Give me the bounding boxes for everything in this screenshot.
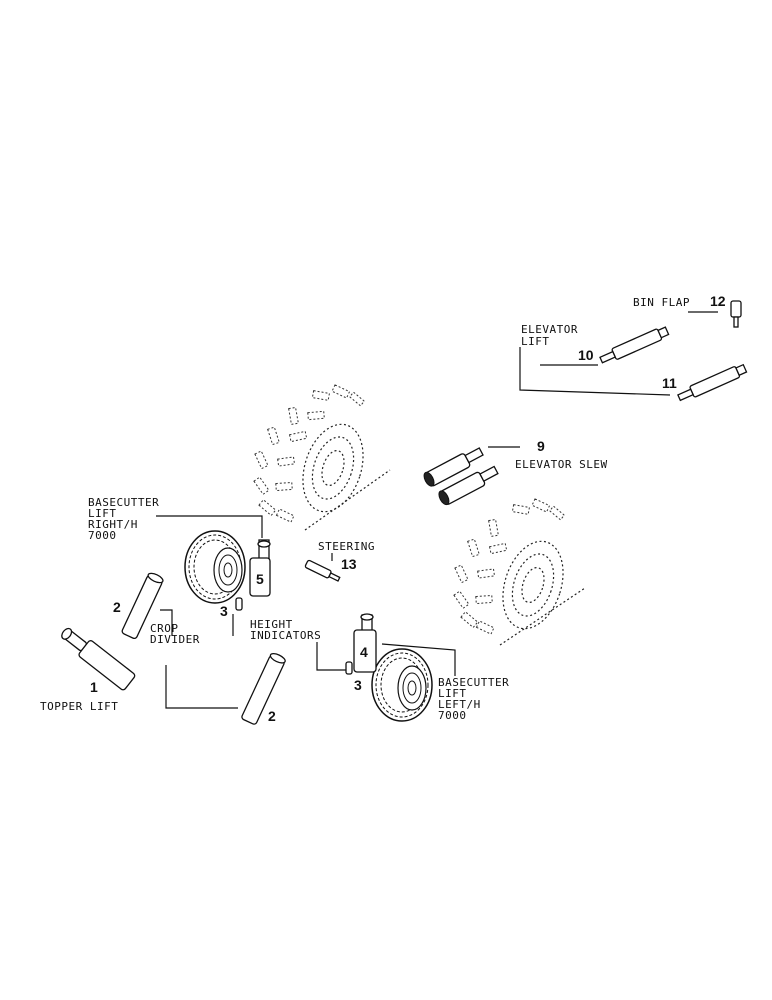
basecutter-lift-cylinder-right: [249, 539, 271, 597]
basecutter-right-label-line4: 7000: [88, 529, 117, 542]
crop-divider-label-line2: DIVIDER: [150, 633, 200, 646]
callout-13: 13: [341, 556, 357, 572]
elevator-slew-cylinder-b: [438, 465, 499, 506]
callout-9: 9: [537, 438, 545, 454]
front-left-tyre: [371, 648, 433, 722]
callout-4: 4: [360, 644, 368, 660]
elevator-lift-label-line2: LIFT: [521, 335, 550, 348]
crop-divider-cylinder-upper: [121, 572, 164, 640]
elevator-slew-cylinder-a: [423, 447, 484, 487]
topper-lift-label: TOPPER LIFT: [40, 700, 118, 713]
leader-lines: [156, 311, 718, 709]
elevator-lift-cylinder-11: [677, 363, 748, 402]
rear-left-tyre: [253, 384, 391, 531]
crop-divider-label-line1: CROP: [150, 622, 179, 635]
height-indicator-right: [235, 597, 243, 611]
height-indicators-label-line2: INDICATORS: [250, 629, 321, 642]
elevator-slew-label: ELEVATOR SLEW: [515, 458, 608, 471]
bin-flap-label: BIN FLAP: [633, 296, 690, 309]
callout-10: 10: [578, 347, 594, 363]
basecutter-left-label-line1: BASECUTTER: [438, 676, 509, 689]
front-right-tyre: [184, 530, 246, 604]
basecutter-left-label-line2: LIFT: [438, 687, 467, 700]
height-indicator-left: [345, 661, 353, 675]
rear-right-tyre: [453, 498, 586, 646]
callout-1: 1: [90, 679, 98, 695]
steering-cylinder: [304, 559, 341, 582]
basecutter-right-label-line3: RIGHT/H: [88, 518, 138, 531]
topper-lift-cylinder: [61, 627, 136, 691]
steering-label: STEERING: [318, 540, 375, 553]
callout-3-right: 3: [220, 603, 228, 619]
callout-2-upper: 2: [113, 599, 121, 615]
elevator-lift-cylinder-10: [599, 326, 670, 364]
crop-divider-cylinder-lower: [241, 652, 286, 725]
basecutter-right-label-line2: LIFT: [88, 507, 117, 520]
basecutter-left-label-line4: 7000: [438, 709, 467, 722]
callout-2-lower: 2: [268, 708, 276, 724]
callout-3-left: 3: [354, 677, 362, 693]
basecutter-left-label-line3: LEFT/H: [438, 698, 481, 711]
basecutter-right-label-line1: BASECUTTER: [88, 496, 159, 509]
bin-flap-cylinder: [730, 300, 742, 328]
callout-11: 11: [662, 375, 677, 391]
basecutter-lift-cylinder-left: [353, 613, 377, 673]
callout-12: 12: [710, 293, 726, 309]
elevator-lift-label-line1: ELEVATOR: [521, 323, 578, 336]
callout-5: 5: [256, 571, 264, 587]
height-indicators-label-line1: HEIGHT: [250, 618, 293, 631]
